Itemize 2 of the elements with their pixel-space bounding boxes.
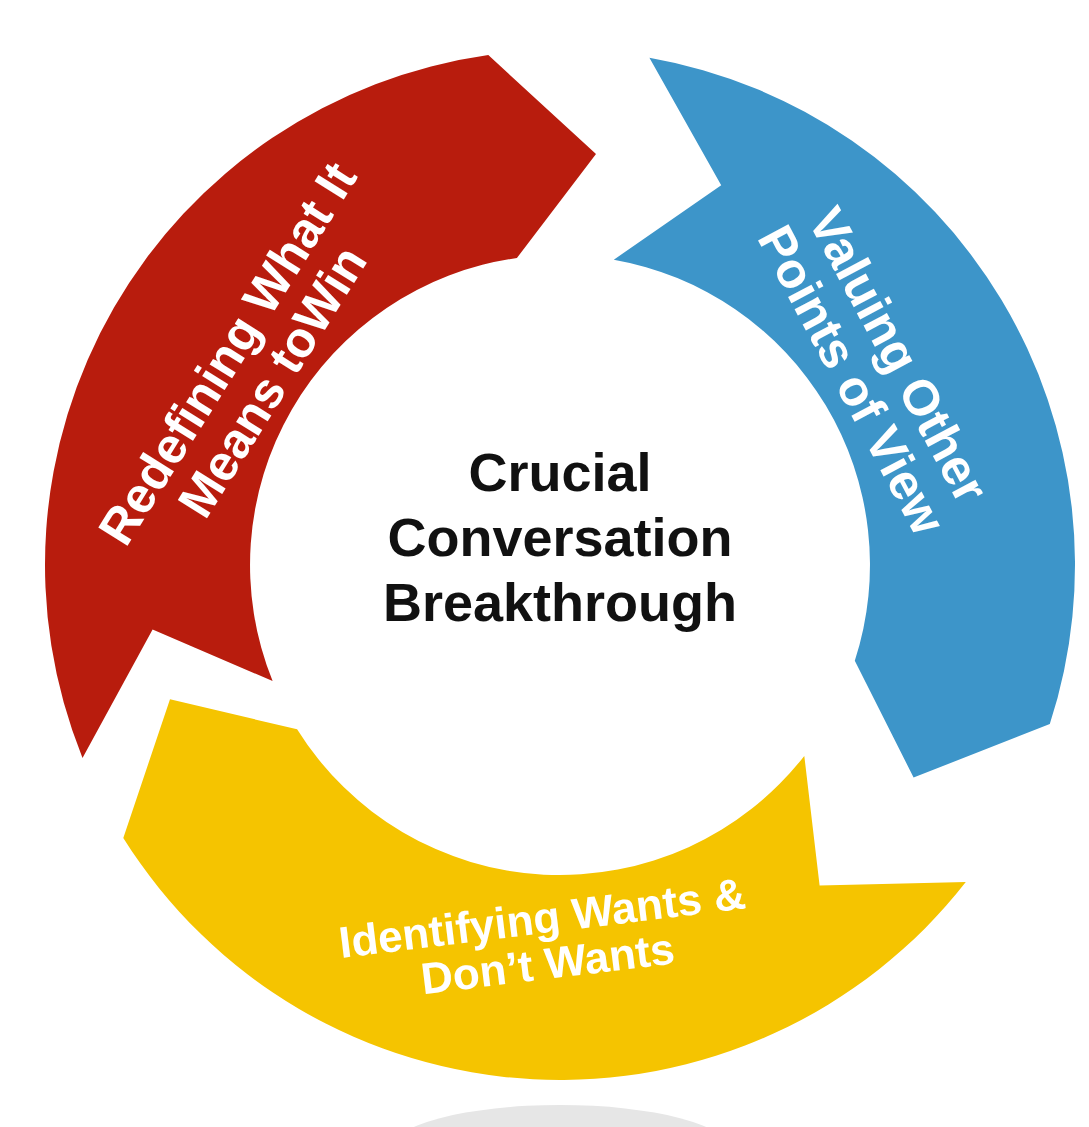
- stage-label: Identifying Wants & Don’t Wants: [335, 867, 750, 1006]
- center-title: Crucial Conversation Breakthrough: [381, 441, 738, 634]
